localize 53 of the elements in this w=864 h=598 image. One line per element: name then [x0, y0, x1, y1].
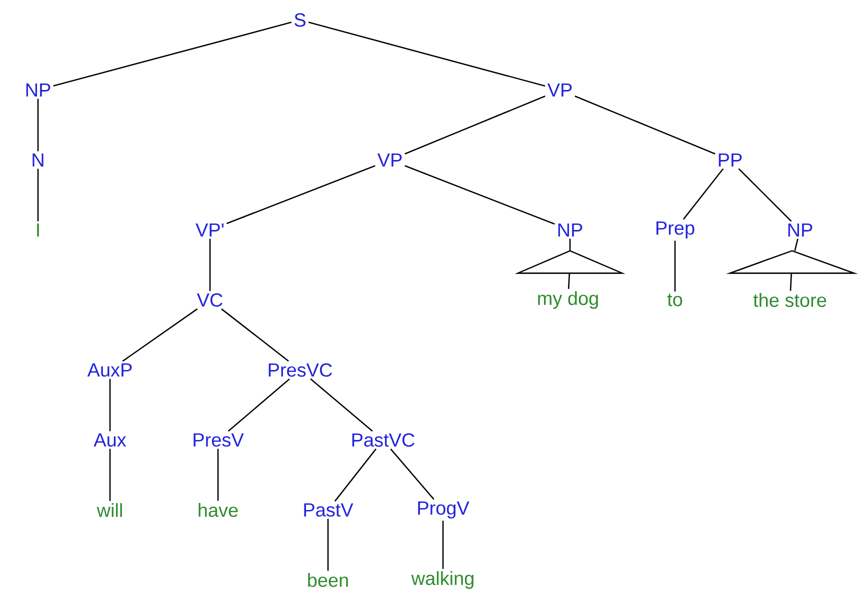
tree-branch — [209, 238, 211, 292]
tree-branch — [682, 168, 724, 220]
phrase-label: AuxP — [87, 363, 132, 377]
phrase-label: PresV — [194, 433, 244, 447]
tree-branch — [228, 378, 290, 432]
word-label: been — [308, 573, 348, 587]
word-label: to — [667, 294, 682, 306]
phrase-label: NP — [26, 83, 50, 97]
phrase-label: N — [32, 153, 44, 167]
word-label: my dog — [538, 291, 598, 309]
phrase-label: VP — [377, 153, 402, 167]
phrase-label: NP — [788, 223, 812, 237]
tree-branch — [404, 165, 555, 225]
tree-branch — [738, 168, 792, 222]
tree-branch — [327, 518, 329, 571]
word-label: walking — [411, 571, 474, 589]
tree-branch — [221, 308, 289, 362]
tree-branch — [308, 22, 546, 87]
phrase-label: Aux — [94, 433, 126, 447]
tree-branch — [122, 308, 198, 362]
tree-branch — [217, 448, 219, 501]
tree-branch — [794, 238, 798, 251]
phrase-label: VP' — [196, 223, 224, 237]
word-label: I — [37, 223, 39, 237]
tree-branch — [442, 520, 444, 569]
phrase-label: S — [294, 13, 306, 27]
phrase-label: NP — [558, 223, 582, 237]
tree-branch — [569, 238, 571, 251]
phrase-label: VP — [547, 83, 572, 97]
tree-branch — [334, 448, 376, 502]
tree-branch — [37, 98, 39, 152]
phrase-label: PastVC — [352, 433, 414, 447]
phrase-label: ProgV — [418, 502, 470, 518]
word-label: the store — [753, 293, 826, 307]
phrase-label: PastV — [304, 503, 354, 517]
tree-branch — [226, 165, 376, 224]
tree-branch — [390, 448, 434, 500]
tree-branch — [37, 168, 39, 222]
tree-branch — [568, 273, 570, 289]
phrase-label: PresVC — [268, 363, 332, 377]
phrase-label: VC — [196, 293, 222, 307]
tree-branch — [109, 378, 111, 432]
phrase-label: PP — [718, 153, 742, 167]
tree-branch — [674, 240, 676, 292]
tree-branch — [404, 96, 546, 154]
tree-branch — [574, 96, 716, 154]
phrase-label: Prep — [656, 222, 694, 238]
tree-branch — [310, 378, 373, 432]
tree-branch — [109, 448, 111, 501]
tree-branch — [790, 273, 792, 291]
word-label: have — [198, 503, 238, 517]
word-label: will — [96, 503, 122, 517]
tree-branch — [53, 22, 292, 87]
